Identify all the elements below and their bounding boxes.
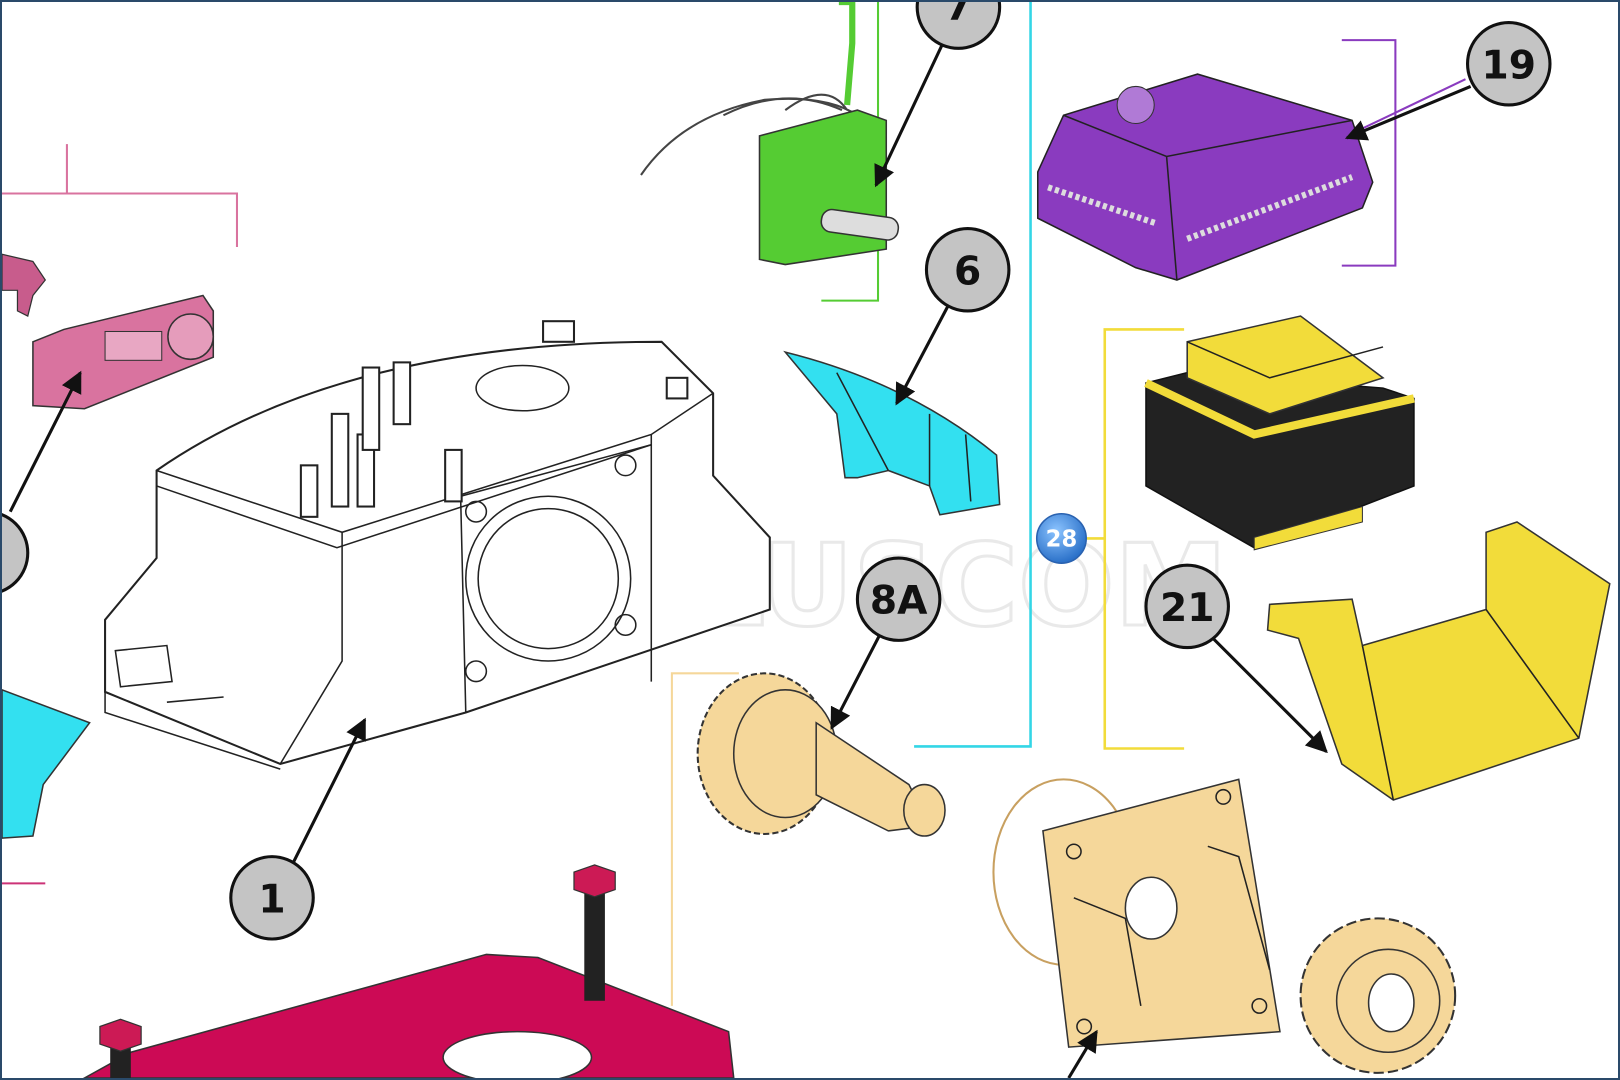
tan-drive-gear-part <box>670 672 946 1006</box>
purple-control-board-part <box>1036 39 1466 281</box>
bolt <box>584 892 605 1001</box>
red-base-plate <box>82 864 735 1078</box>
yellow-mounting-bracket-part <box>1266 521 1611 801</box>
motor-housing-part <box>104 320 771 770</box>
callout-part-8a: 8A <box>830 556 942 730</box>
nut <box>99 1018 142 1052</box>
nut <box>573 864 616 898</box>
svg-text:21: 21 <box>1160 586 1214 631</box>
svg-text:19: 19 <box>1482 43 1536 88</box>
tan-pinion-gear-part <box>1299 917 1457 1074</box>
svg-text:28: 28 <box>1046 526 1078 552</box>
callout-part-21: 21 <box>1144 563 1328 754</box>
callout-part-6: 6 <box>895 226 1011 406</box>
cyan-group-bracket <box>914 2 1032 748</box>
badge-part-28[interactable]: 28 <box>1035 512 1087 564</box>
green-capacitor-part <box>640 2 900 302</box>
callout-partial-left <box>2 370 82 593</box>
transformer-part <box>1144 315 1415 551</box>
tan-flange-plate-part <box>992 778 1281 1078</box>
svg-text:7: 7 <box>945 2 972 30</box>
pink-lever-part <box>2 253 47 317</box>
callout-part-7: 7 <box>874 2 1002 188</box>
callout-part-19: 19 <box>1344 21 1552 141</box>
cyan-part-left <box>2 688 91 839</box>
svg-text:8A: 8A <box>870 579 928 624</box>
svg-text:6: 6 <box>954 249 981 294</box>
yellow-group-bracket <box>1084 328 1185 750</box>
callout-part-1: 1 <box>229 717 367 941</box>
svg-text:1: 1 <box>258 877 285 922</box>
cyan-cover-part <box>783 350 1001 516</box>
